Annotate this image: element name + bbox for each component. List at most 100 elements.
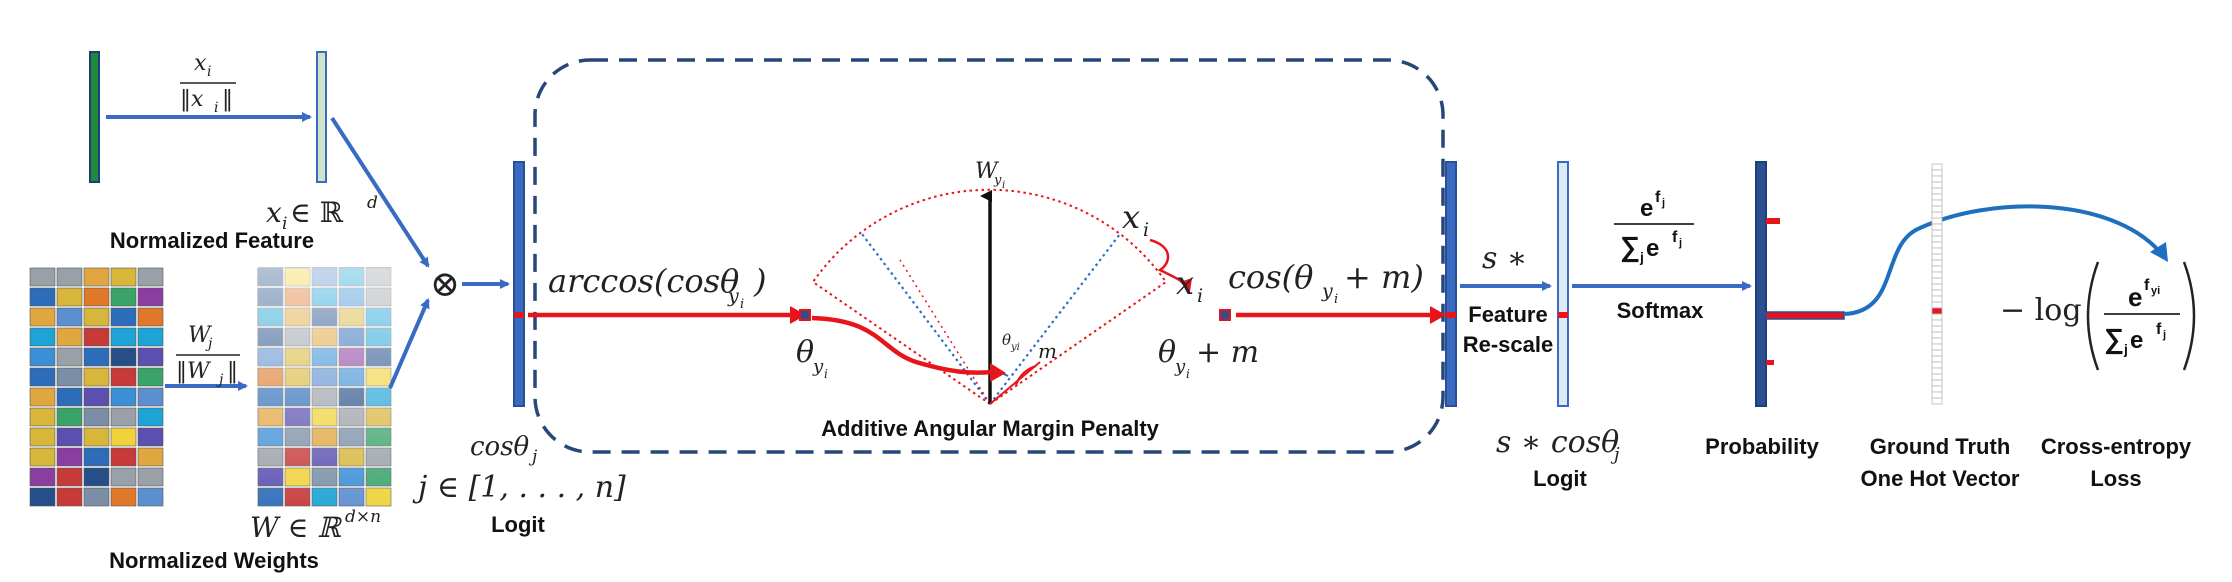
theta-m-node: [1219, 309, 1231, 321]
one-hot-cell: [1931, 343, 1943, 351]
matrix-cell: [56, 367, 83, 387]
matrix-cell: [29, 387, 56, 407]
one-hot-cell: [1931, 247, 1943, 255]
cos-theta-j-label: cosθ j: [470, 432, 538, 467]
ground-truth-label-2: One Hot Vector: [1861, 466, 2020, 491]
matrix-cell: [29, 267, 56, 287]
feature-vector-bar: [89, 51, 100, 183]
x-i-top-sub: i: [1143, 219, 1149, 241]
cos-theta-m-label: cos(θ y i + m): [1228, 258, 1424, 307]
matrix-cell: [110, 407, 137, 427]
arccos-sub: y: [727, 285, 739, 307]
weight-matrix: [29, 267, 164, 507]
scaled-logit-bar: [1557, 161, 1569, 407]
probability-label: Probability: [1705, 434, 1819, 459]
matrix-fade-overlay: [258, 268, 393, 508]
s-cos-sub: j: [1610, 444, 1620, 465]
w-yi-sub: y: [993, 173, 1002, 188]
s-cos-label: s ∗ cosθ j: [1496, 425, 1620, 465]
matrix-cell: [83, 487, 110, 507]
loss-den-sigma: ∑: [2104, 323, 2124, 355]
one-hot-cell: [1931, 205, 1943, 213]
matrix-cell: [110, 327, 137, 347]
w-fraction-num-sub: j: [205, 336, 213, 352]
matrix-cell: [110, 387, 137, 407]
one-hot-cell: [1931, 367, 1943, 375]
w-yi-subsub: i: [1002, 180, 1005, 191]
matrix-cell: [56, 387, 83, 407]
matrix-cell: [110, 287, 137, 307]
one-hot-cell: [1931, 175, 1943, 183]
one-hot-cell: [1931, 283, 1943, 291]
theta-small-text: θ: [1002, 331, 1011, 349]
x-i-top-text: x: [1122, 198, 1140, 236]
matrix-cell: [83, 287, 110, 307]
arccos-label: arccos(cosθ y i ): [548, 262, 766, 312]
logit-left-label: Logit: [491, 512, 545, 537]
loss-den-e: e: [2130, 327, 2143, 354]
x-in-rd-label: x i ∈ ℝ d: [266, 193, 378, 234]
cos-m-arrowhead: [1430, 306, 1446, 324]
one-hot-cell: [1931, 271, 1943, 279]
probability-bar: [1755, 161, 1767, 407]
matrix-cell: [83, 407, 110, 427]
fraction-num-sub: i: [207, 64, 211, 80]
one-hot-cell: [1931, 325, 1943, 333]
matrix-cell: [29, 447, 56, 467]
one-hot-cell: [1931, 355, 1943, 363]
matrix-cell: [29, 427, 56, 447]
softmax-den-e: e: [1646, 235, 1659, 262]
matrix-cell: [137, 307, 164, 327]
arccos-subsub: i: [740, 297, 744, 312]
margin-logit-bar: [1445, 161, 1457, 407]
cos-theta-m-subsub: i: [1334, 292, 1338, 307]
loss-num-e: e: [2128, 282, 2142, 312]
arccos-text: arccos(cosθ: [548, 262, 739, 300]
matrix-cell: [137, 267, 164, 287]
one-hot-target-cell: [1931, 307, 1943, 315]
softmax-den-sub: j: [1639, 249, 1644, 265]
w-fraction-den-sub: j: [216, 372, 224, 388]
matrix-cell: [29, 327, 56, 347]
theta-node: [799, 309, 811, 321]
x-i-mid-label: x i: [1176, 264, 1203, 307]
s-cos-text: s ∗ cosθ: [1496, 425, 1619, 460]
weight-to-product-arrow: [388, 298, 430, 389]
matrix-cell: [83, 427, 110, 447]
normalized-weight-matrix: [257, 267, 393, 508]
softmax-label: Softmax: [1617, 298, 1705, 323]
matrix-cell: [83, 307, 110, 327]
matrix-cell: [83, 367, 110, 387]
matrix-cell: [137, 427, 164, 447]
w-yi-text: W: [975, 159, 1000, 184]
loss-den-sub: j: [2123, 341, 2128, 357]
one-hot-cell: [1931, 277, 1943, 285]
w-fraction-den: ‖W: [176, 359, 212, 384]
x-in-rd-x: x: [266, 196, 282, 229]
matrix-cell: [110, 367, 137, 387]
matrix-cell: [56, 407, 83, 427]
one-hot-cell: [1931, 301, 1943, 309]
m-small-label: m: [1038, 339, 1057, 363]
loss-num-sup: f: [2144, 277, 2150, 294]
softmax-den-sup: f: [1672, 229, 1678, 246]
x-i-move-arrowhead: [1180, 278, 1192, 292]
x-in-rd-rest: ∈ ℝ: [290, 196, 344, 229]
one-hot-cell: [1931, 295, 1943, 303]
theta-plus-m-sub: y: [1174, 356, 1186, 377]
ground-truth-label-1: Ground Truth: [1870, 434, 2011, 459]
matrix-cell: [110, 427, 137, 447]
theta-yi-text: θ: [796, 335, 814, 370]
normalized-weights-label: Normalized Weights: [109, 548, 319, 573]
ce-loss-label-2: Loss: [2090, 466, 2141, 491]
feature-to-product-arrow: [330, 116, 430, 268]
one-hot-cell: [1931, 235, 1943, 243]
matrix-cell: [110, 447, 137, 467]
matrix-cell: [110, 267, 137, 287]
x-i-mid-sub: i: [1197, 285, 1203, 307]
one-hot-vector: [1931, 163, 1943, 405]
class-boundary-left: [861, 233, 991, 405]
fraction-num: x: [194, 51, 207, 76]
theta-yi-sub: y: [812, 356, 824, 377]
one-hot-cell: [1931, 193, 1943, 201]
